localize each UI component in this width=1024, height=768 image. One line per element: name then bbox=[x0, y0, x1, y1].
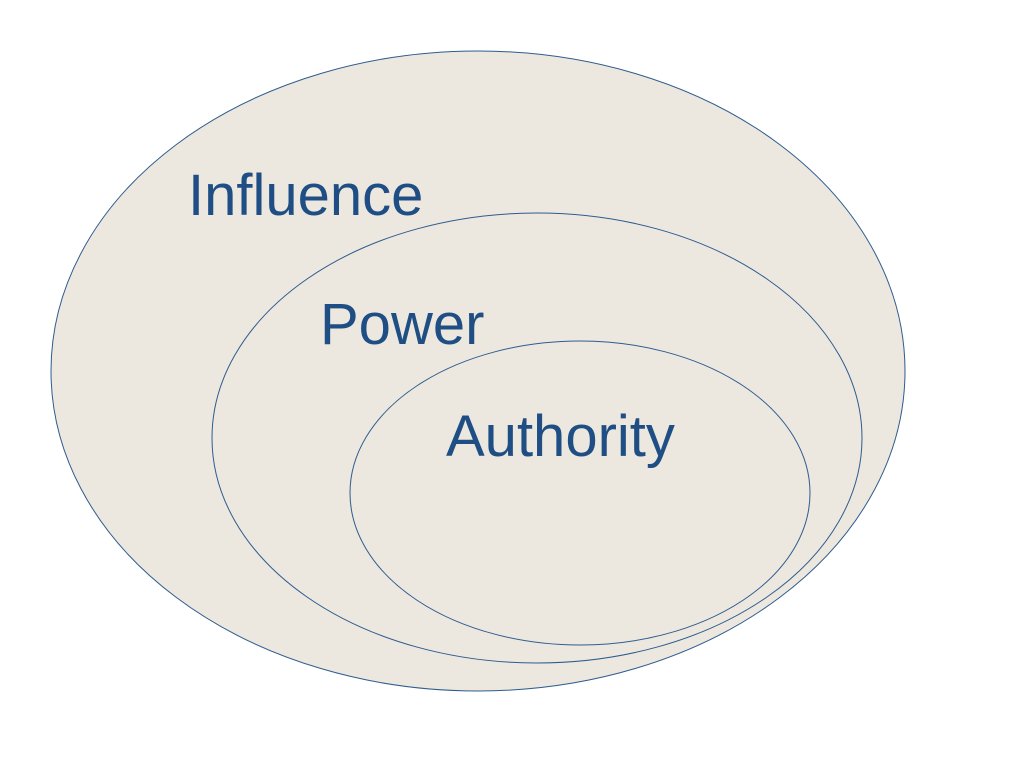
authority-label: Authority bbox=[446, 404, 675, 469]
influence-label: Influence bbox=[188, 163, 423, 228]
power-label: Power bbox=[320, 292, 484, 357]
authority-ellipse bbox=[349, 340, 811, 646]
